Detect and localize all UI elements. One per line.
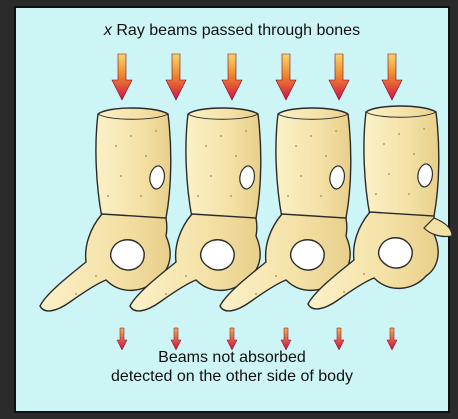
- incoming-beam-arrows: [112, 54, 402, 100]
- vertebrae-row: [40, 106, 452, 311]
- small-arrow-2: [171, 328, 181, 350]
- bottom-caption: Beams not absorbed detected on the other…: [16, 348, 448, 386]
- bottom-caption-line-1: Beams not absorbed: [16, 348, 448, 367]
- small-arrow-4: [281, 328, 291, 350]
- transmitted-beam-arrows: [117, 328, 397, 350]
- small-arrow-6: [387, 328, 397, 350]
- beam-arrow-5: [329, 54, 349, 100]
- beam-arrow-2: [166, 54, 186, 100]
- beam-arrow-1: [112, 54, 132, 100]
- small-arrow-3: [227, 328, 237, 350]
- beam-arrow-4: [276, 54, 296, 100]
- beam-arrow-6: [382, 54, 402, 100]
- small-arrow-5: [334, 328, 344, 350]
- vertebra-1: [40, 108, 171, 311]
- beam-arrow-3: [222, 54, 242, 100]
- bottom-caption-line-2: detected on the other side of body: [16, 367, 448, 386]
- diagram-panel: x Ray beams passed through bones: [14, 6, 450, 413]
- small-arrow-1: [117, 328, 127, 350]
